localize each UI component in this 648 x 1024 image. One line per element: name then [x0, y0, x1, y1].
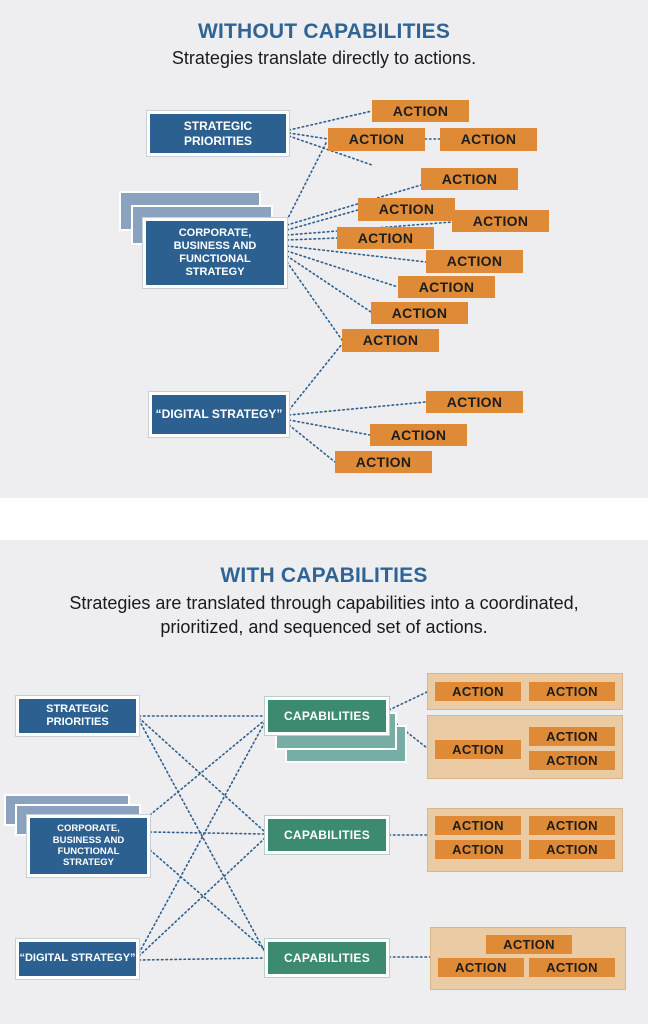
with-capabilities-title: WITH CAPABILITIES [220, 564, 428, 587]
digital-strategy-box: “DIGITAL STRATEGY” [149, 392, 289, 437]
digital-strategy-box: “DIGITAL STRATEGY” [16, 939, 139, 979]
action-box: ACTION [398, 276, 495, 298]
without-capabilities-subtitle: Strategies translate directly to actions… [171, 48, 477, 68]
capabilities-box: CAPABILITIES [265, 697, 389, 735]
capabilities-box: CAPABILITIES [265, 816, 389, 854]
action-box: ACTION [529, 682, 615, 701]
action-box: ACTION [426, 391, 523, 413]
action-box: ACTION [335, 451, 432, 473]
action-box: ACTION [372, 100, 469, 122]
with-capabilities-subtitle-line2: prioritized, and sequenced set of action… [160, 617, 488, 637]
action-box: ACTION [337, 227, 434, 249]
corporate-strategy-box: CORPORATE, BUSINESS AND FUNCTIONAL STRAT… [27, 815, 150, 877]
action-box: ACTION [421, 168, 518, 190]
action-box: ACTION [371, 302, 468, 324]
action-box: ACTION [370, 424, 467, 446]
action-box: ACTION [529, 727, 615, 746]
action-box: ACTION [328, 128, 425, 151]
action-box: ACTION [452, 210, 549, 232]
action-box: ACTION [529, 816, 615, 835]
without-capabilities-panel: WITHOUT CAPABILITIES Strategies translat… [0, 0, 648, 498]
bottom-connector-lines [138, 691, 431, 961]
without-capabilities-title: WITHOUT CAPABILITIES [197, 20, 451, 43]
action-box: ACTION [435, 682, 521, 701]
action-box: ACTION [435, 740, 521, 759]
action-box: ACTION [529, 840, 615, 859]
action-box: ACTION [435, 840, 521, 859]
corporate-strategy-box: CORPORATE, BUSINESS AND FUNCTIONAL STRAT… [143, 218, 287, 288]
action-box: ACTION [438, 958, 524, 977]
with-capabilities-panel: WITH CAPABILITIES Strategies are transla… [0, 540, 648, 1024]
with-capabilities-subtitle-line1: Strategies are translated through capabi… [69, 593, 579, 613]
strategic-priorities-box: STRATEGIC PRIORITIES [16, 696, 139, 736]
action-box: ACTION [486, 935, 572, 954]
action-box: ACTION [358, 198, 455, 221]
strategic-priorities-box: STRATEGIC PRIORITIES [147, 111, 289, 156]
capabilities-box: CAPABILITIES [265, 939, 389, 977]
action-box: ACTION [342, 329, 439, 352]
action-box: ACTION [426, 250, 523, 273]
action-box: ACTION [440, 128, 537, 151]
action-box: ACTION [435, 816, 521, 835]
action-box: ACTION [529, 958, 615, 977]
top-connector-lines [286, 110, 453, 463]
action-box: ACTION [529, 751, 615, 770]
